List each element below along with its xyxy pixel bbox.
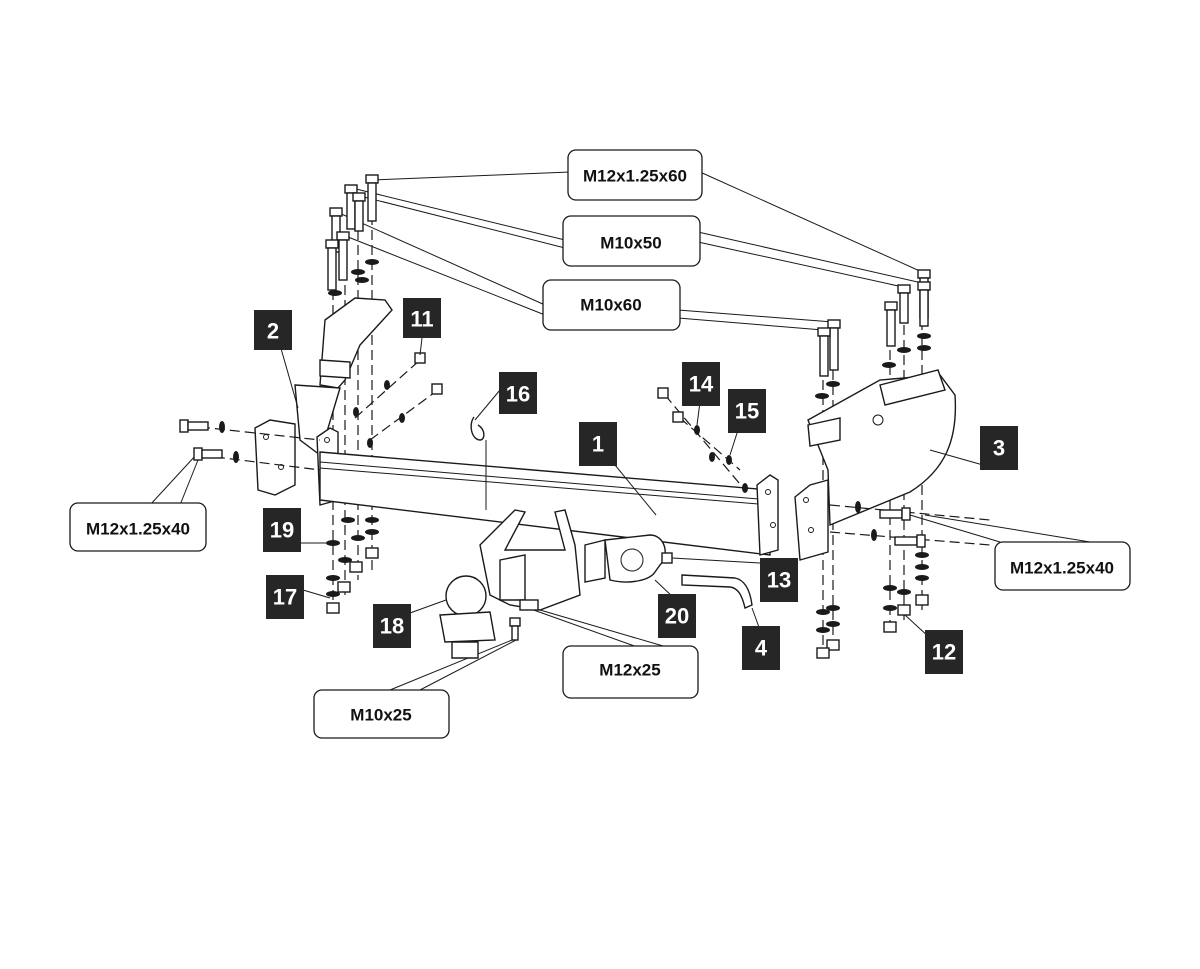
safety-clip — [470, 416, 487, 510]
bolt-icon — [884, 301, 898, 347]
spec-m10x50: M10x50 — [562, 215, 701, 267]
left-bottom-hardware — [326, 517, 379, 614]
callout-14: 14 — [682, 362, 720, 406]
nut-icon — [816, 647, 830, 659]
svg-text:M12x25: M12x25 — [599, 661, 660, 680]
nut-icon — [672, 411, 684, 423]
callout-1: 1 — [579, 422, 617, 466]
svg-text:15: 15 — [735, 399, 759, 424]
svg-text:M12x1.25x40: M12x1.25x40 — [1010, 559, 1114, 578]
bolt-icon — [519, 599, 539, 611]
nut-icon — [431, 383, 443, 395]
bolt-icon — [817, 327, 831, 377]
svg-text:1: 1 — [592, 432, 604, 457]
svg-text:M10x60: M10x60 — [580, 296, 641, 315]
svg-text:18: 18 — [380, 614, 404, 639]
socket-plate — [584, 534, 761, 583]
left-top-bolts — [325, 174, 379, 296]
nut-icon — [661, 552, 673, 564]
callout-11: 11 — [403, 298, 441, 338]
svg-text:12: 12 — [932, 640, 956, 665]
callout-19: 18 — [373, 604, 411, 648]
bent-pin — [681, 574, 753, 609]
svg-text:M12x1.25x60: M12x1.25x60 — [583, 167, 687, 186]
nuts-11-group — [353, 352, 443, 448]
svg-text:3: 3 — [993, 436, 1005, 461]
svg-text:M12x1.25x40: M12x1.25x40 — [86, 520, 190, 539]
bolt-icon — [365, 174, 379, 222]
callout-12: 12 — [925, 630, 963, 674]
bolt-icon — [336, 231, 350, 281]
spec-m10x25: M10x25 — [313, 689, 450, 739]
callout-4: 4 — [742, 626, 780, 670]
bolt-icon — [897, 284, 911, 324]
spec-m12x125x40-right: M12x1.25x40 — [994, 541, 1131, 591]
bolt-icon — [917, 281, 931, 327]
nut-icon — [657, 387, 669, 399]
spec-m12x25: M12x25 — [562, 645, 699, 699]
right-bottom-hardware — [816, 552, 929, 659]
right-side-bracket — [794, 369, 991, 561]
svg-text:20: 20 — [665, 604, 689, 629]
callout-13: 13 — [760, 558, 798, 602]
bolt-icon — [352, 192, 366, 232]
nut-icon — [365, 547, 379, 559]
bolt-icon — [193, 447, 223, 461]
nut-icon — [326, 602, 340, 614]
callout-3: 3 — [980, 426, 1018, 470]
tow-ball-assembly — [439, 509, 581, 659]
nut-icon — [826, 639, 840, 651]
nut-icon — [883, 621, 897, 633]
nuts-14-16-group — [657, 387, 748, 493]
nut-icon — [897, 604, 911, 616]
callout-20: 20 — [658, 594, 696, 638]
callout-17: 19 — [263, 508, 301, 552]
svg-text:13: 13 — [767, 568, 791, 593]
svg-text:11: 11 — [410, 307, 433, 332]
svg-text:14: 14 — [689, 372, 714, 397]
callout-2: 2 — [254, 310, 292, 350]
bolt-icon — [179, 419, 209, 433]
nut-icon — [915, 594, 929, 606]
right-top-bolts — [815, 269, 931, 399]
spec-m12x125x60: M12x1.25x60 — [567, 149, 703, 201]
svg-text:17: 17 — [273, 585, 297, 610]
bolt-icon — [894, 534, 926, 548]
bolt-icon — [509, 617, 521, 641]
spec-leader-lines — [149, 171, 1091, 691]
svg-text:4: 4 — [755, 636, 768, 661]
bolt-icon — [879, 507, 911, 521]
callout-15: 17 — [266, 575, 304, 619]
spec-m12x125x40-left: M12x1.25x40 — [69, 502, 207, 552]
callout-16: 15 — [728, 389, 766, 433]
svg-text:16: 16 — [506, 382, 530, 407]
bolt-icon — [827, 319, 841, 371]
bolt-icon — [325, 239, 339, 291]
svg-text:M10x25: M10x25 — [350, 706, 411, 725]
svg-text:M10x50: M10x50 — [600, 234, 661, 253]
svg-text:19: 19 — [270, 518, 294, 543]
spec-m10x60: M10x60 — [542, 279, 681, 331]
left-side-bolts — [179, 419, 239, 463]
nut-icon — [349, 561, 363, 573]
callout-18: 16 — [499, 372, 537, 414]
nut-icon — [337, 581, 351, 593]
svg-text:2: 2 — [267, 319, 279, 344]
main-crossbar — [319, 451, 779, 556]
